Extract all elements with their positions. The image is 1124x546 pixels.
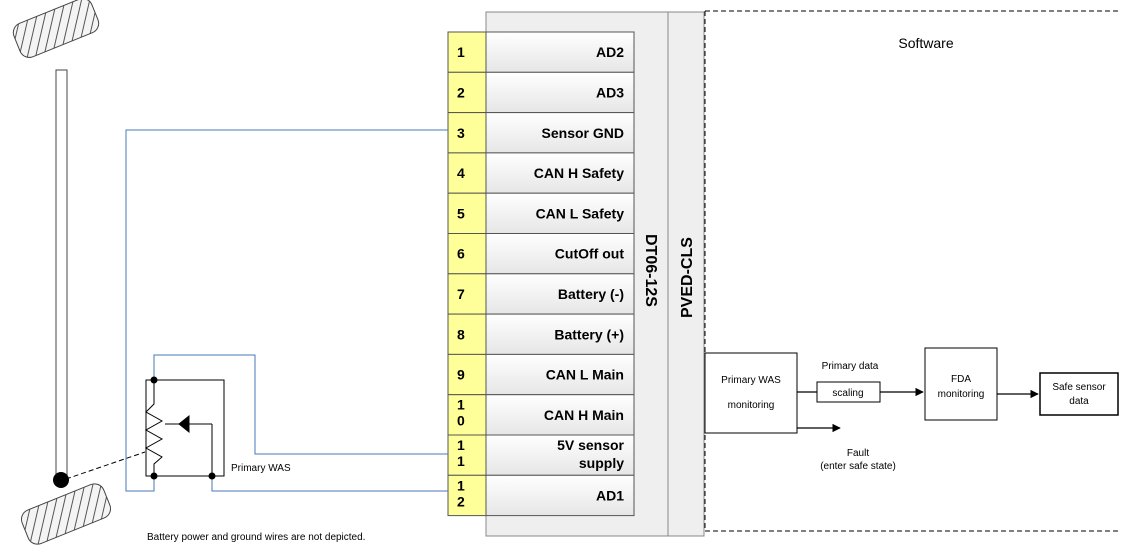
pin-row: 5 CAN L Safety xyxy=(447,192,635,234)
pin-row: 12 AD1 xyxy=(447,474,635,517)
pin-number-cell xyxy=(447,112,487,154)
pin-row: 4 CAN H Safety xyxy=(447,152,635,194)
pin-label: 5V sensor xyxy=(557,437,624,453)
pin-number: 0 xyxy=(457,413,465,429)
scaling-label: scaling xyxy=(832,388,863,399)
pin-label: CutOff out xyxy=(555,246,625,262)
pin-label: supply xyxy=(579,455,624,471)
pin-number: 2 xyxy=(457,493,465,509)
pin-number: 5 xyxy=(457,205,465,221)
pin-label: CAN H Main xyxy=(544,407,624,423)
fault-label-2: (enter safe state) xyxy=(820,461,896,472)
pin-label: CAN H Safety xyxy=(534,165,624,181)
pin-label: Battery (-) xyxy=(558,286,624,302)
footnote: Battery power and ground wires are not d… xyxy=(147,532,365,543)
pin-number-cell xyxy=(447,474,487,517)
pin-label: AD3 xyxy=(596,84,624,100)
pin-number-cell xyxy=(447,353,487,396)
fault-label-1: Fault xyxy=(847,448,869,459)
pin-number-cell xyxy=(447,71,487,114)
pin-row: 10 CAN H Main xyxy=(447,394,635,436)
pin-label-cell xyxy=(485,192,635,234)
primary-data-label: Primary data xyxy=(822,361,879,372)
pin-number: 1 xyxy=(457,44,465,60)
monitoring-box xyxy=(704,352,798,434)
software-label: Software xyxy=(898,35,953,51)
pin-number-cell xyxy=(447,192,487,234)
fda-label-1: FDA xyxy=(951,374,971,385)
pin-label-cell xyxy=(485,152,635,194)
pin-number: 4 xyxy=(457,165,465,181)
tire-top-icon xyxy=(12,0,100,58)
potentiometer-icon xyxy=(144,376,225,480)
wire-sensor-gnd xyxy=(125,129,448,492)
pin-label-cell xyxy=(485,394,635,436)
pin-number: 6 xyxy=(457,246,465,262)
pin-number-cell xyxy=(447,394,487,436)
pin-number: 7 xyxy=(457,286,465,302)
wire-5v-supply xyxy=(153,354,448,455)
pin-number: 9 xyxy=(457,367,465,383)
pin-row: 6 CutOff out xyxy=(447,233,635,275)
pin-number: 1 xyxy=(457,477,465,493)
pin-label: Battery (+) xyxy=(554,326,624,342)
pin-label-cell xyxy=(485,273,635,315)
pin-label-cell xyxy=(485,434,635,476)
tire-bottom-icon xyxy=(20,483,112,545)
pin-number: 8 xyxy=(457,326,465,342)
pin-row: 3 Sensor GND xyxy=(447,112,635,154)
pin-label: AD2 xyxy=(596,44,624,60)
monitoring-label-1: Primary WAS xyxy=(721,375,781,386)
pin-number-cell xyxy=(447,434,487,476)
pin-number-cell xyxy=(447,313,487,355)
pin-label-cell xyxy=(485,112,635,154)
wires xyxy=(125,129,448,492)
pin-label-cell xyxy=(485,474,635,517)
pin-number: 1 xyxy=(457,397,465,413)
pin-number: 3 xyxy=(457,125,465,141)
flow-arrows xyxy=(797,387,1039,433)
pin-label-cell xyxy=(485,353,635,396)
pin-number: 1 xyxy=(457,437,465,453)
pin-label: CAN L Safety xyxy=(536,205,625,221)
sensor-label: Primary WAS xyxy=(231,463,291,474)
connector-pins: 1 AD2 2 AD3 3 Sensor GND 4 CAN H Safety 5 CAN L S… xyxy=(447,31,635,517)
fda-box xyxy=(924,347,998,421)
axle xyxy=(55,69,68,479)
safe-data-label-2: data xyxy=(1069,396,1089,407)
pin-label-cell xyxy=(485,71,635,114)
pin-label-cell xyxy=(485,233,635,275)
pin-row: 7 Battery (-) xyxy=(447,273,635,315)
pin-row: 11 5V sensor supply xyxy=(447,434,635,476)
pin-label-cell xyxy=(485,31,635,73)
pin-number: 2 xyxy=(457,84,465,100)
fda-label-2: monitoring xyxy=(938,389,985,400)
pin-label: AD1 xyxy=(596,487,624,503)
pin-number-cell xyxy=(447,152,487,194)
pin-row: 9 CAN L Main xyxy=(447,353,635,396)
linkage-dashed xyxy=(65,451,146,480)
pin-label-cell xyxy=(485,313,635,355)
controller-label: PVED-CLS xyxy=(679,237,696,318)
wire-ad1 xyxy=(211,476,448,492)
pin-label: Sensor GND xyxy=(542,125,624,141)
pin-row: 1 AD2 xyxy=(447,31,635,73)
pin-number-cell xyxy=(447,31,487,73)
connector-label: DT06-12S xyxy=(642,234,659,307)
pin-number-cell xyxy=(447,233,487,275)
pin-row: 8 Battery (+) xyxy=(447,313,635,355)
safe-data-label-1: Safe sensor xyxy=(1052,382,1106,393)
pin-label: CAN L Main xyxy=(546,367,624,383)
monitoring-label-2: monitoring xyxy=(728,400,775,411)
pin-number: 1 xyxy=(457,453,465,469)
pivot-point xyxy=(53,472,69,488)
pin-row: 2 AD3 xyxy=(447,71,635,114)
pin-number-cell xyxy=(447,273,487,315)
safe-data-box xyxy=(1039,372,1119,416)
